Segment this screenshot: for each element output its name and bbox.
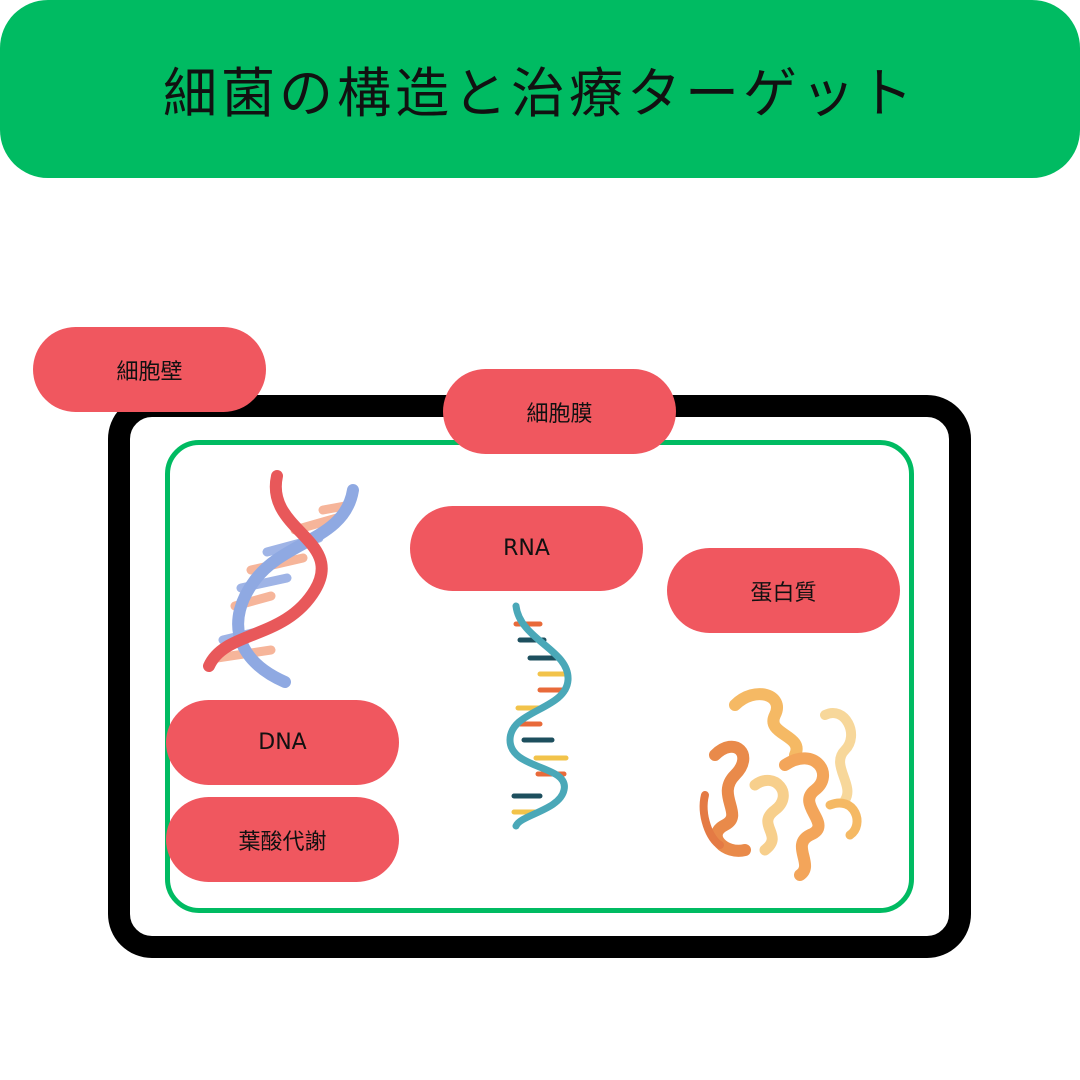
title-banner: 細菌の構造と治療ターゲット (0, 0, 1080, 178)
label-rna: RNA (410, 506, 643, 591)
label-rna-text: RNA (503, 536, 550, 561)
label-cell-wall: 細胞壁 (33, 327, 266, 412)
label-protein-text: 蛋白質 (750, 580, 817, 606)
label-cell-membrane-text: 細胞膜 (526, 401, 593, 427)
label-dna-text: DNA (258, 730, 307, 755)
label-protein: 蛋白質 (667, 548, 900, 633)
label-dna: DNA (166, 700, 399, 785)
label-folate-metabolism: 葉酸代謝 (166, 797, 399, 882)
page-title: 細菌の構造と治療ターゲット (163, 61, 917, 125)
label-cell-membrane: 細胞膜 (443, 369, 676, 454)
protein-icon (699, 688, 862, 881)
dna-icon (203, 470, 359, 688)
rna-icon (506, 602, 572, 830)
label-cell-wall-text: 細胞壁 (116, 359, 183, 385)
label-folate-text: 葉酸代謝 (238, 829, 327, 855)
